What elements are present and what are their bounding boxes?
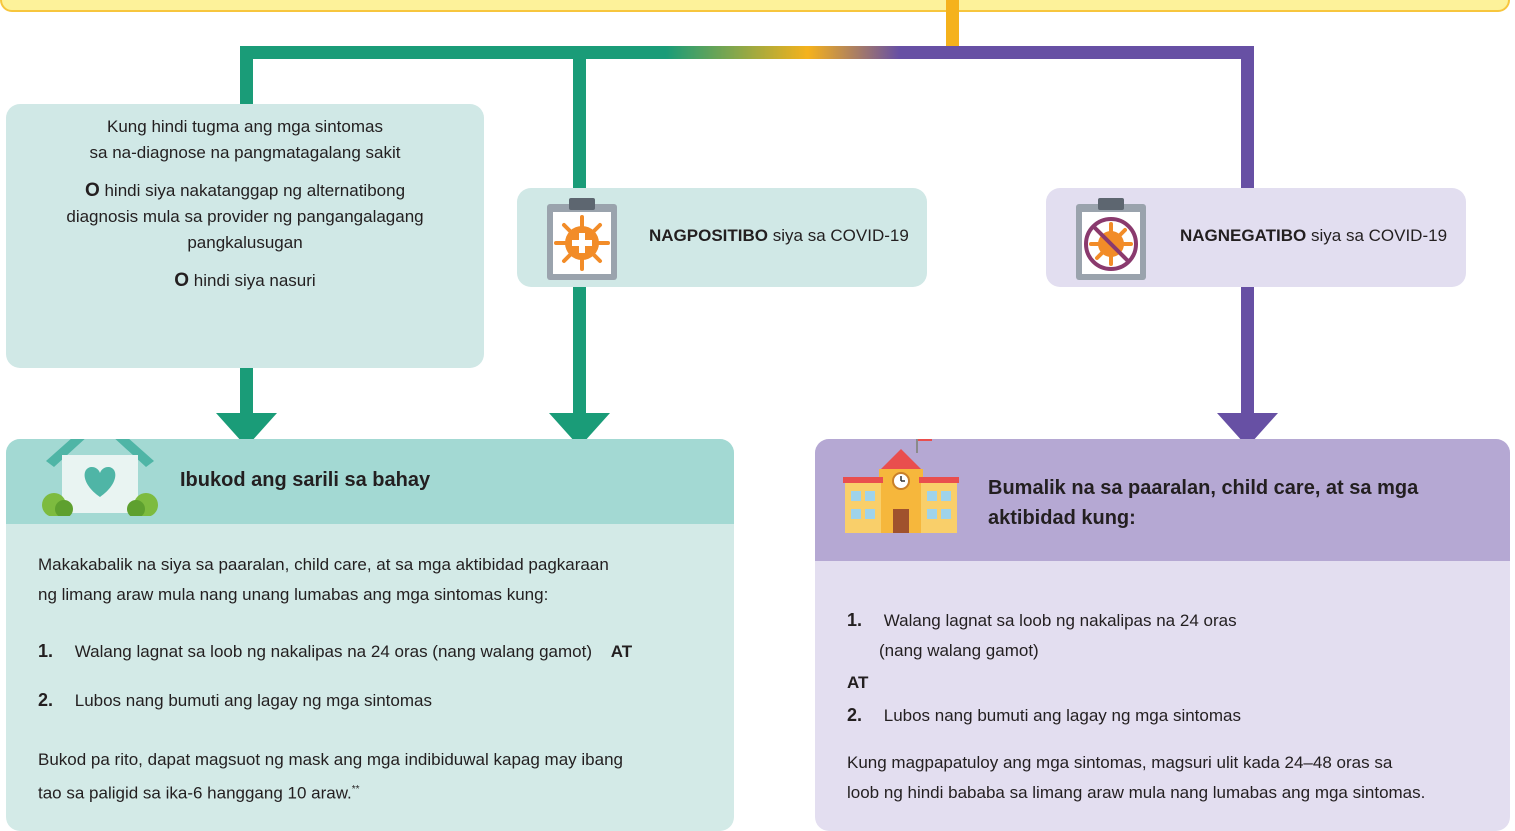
return-item-1: 1. Walang lagnat sa loob ng nakalipas na…: [847, 605, 1237, 666]
arrow-right-shaft: [1241, 285, 1254, 416]
return-title: Bumalik na sa paaralan, child care, at s…: [988, 473, 1468, 533]
return-item-2-text: Lubos nang bumuti ang lagay ng mga sinto…: [883, 706, 1241, 725]
condition-line-1: Kung hindi tugma ang mga sintomas: [107, 117, 383, 136]
condition-line-2: sa na-diagnose na pangmatagalang sakit: [89, 143, 401, 162]
negative-label: NAGNEGATIBO: [1180, 226, 1307, 245]
isolate-and-label: AT: [610, 642, 633, 661]
branch-center-line: [573, 46, 586, 190]
return-card: Bumalik na sa paaralan, child care, at s…: [815, 439, 1510, 831]
or-marker-1: O: [84, 180, 100, 201]
arrow-center-shaft: [573, 285, 586, 416]
option-1-text-b: diagnosis mula sa provider ng pangangala…: [66, 207, 424, 226]
arrow-right-head: [1217, 413, 1278, 447]
isolate-note-line-1: Bukod pa rito, dapat magsuot ng mask ang…: [38, 750, 623, 769]
return-item-2: 2. Lubos nang bumuti ang lagay ng mga si…: [847, 700, 1241, 731]
isolate-item-1: 1. Walang lagnat sa loob ng nakalipas na…: [38, 636, 632, 667]
isolate-title: Ibukod ang sarili sa bahay: [180, 469, 431, 491]
negative-result-box: NAGNEGATIBO siya sa COVID-19: [1046, 188, 1466, 287]
trunk-line: [946, 0, 959, 50]
isolate-card: Ibukod ang sarili sa bahay Makakabalik n…: [6, 439, 734, 831]
return-note: Kung magpapatuloy ang mga sintomas, mags…: [847, 748, 1497, 808]
return-title-line-2: aktibidad kung:: [988, 507, 1136, 529]
positive-label: NAGPOSITIBO: [649, 226, 769, 245]
arrow-left-head: [216, 413, 277, 447]
branch-right-line: [1241, 46, 1254, 190]
return-and-label: AT: [847, 673, 869, 692]
option-1-text-c: pangkalusugan: [187, 233, 303, 252]
arrow-left-shaft: [240, 366, 253, 416]
clipboard-virus-plus-icon: [547, 198, 617, 280]
branch-left-line: [240, 46, 253, 106]
return-title-line-1: Bumalik na sa paaralan, child care, at s…: [988, 477, 1419, 499]
return-note-line-1: Kung magpapatuloy ang mga sintomas, mags…: [847, 753, 1393, 772]
isolate-item-2: 2. Lubos nang bumuti ang lagay ng mga si…: [38, 685, 432, 716]
isolate-item-2-text: Lubos nang bumuti ang lagay ng mga sinto…: [74, 691, 432, 710]
option-2-text: hindi siya nasuri: [193, 271, 316, 290]
horizontal-connector: [240, 46, 1254, 59]
or-marker-2: O: [174, 270, 190, 291]
isolate-item-1-number: 1.: [38, 641, 54, 661]
return-item-2-number: 2.: [847, 705, 863, 725]
condition-box: Kung hindi tugma ang mga sintomas sa na-…: [6, 104, 484, 368]
arrow-center-head: [549, 413, 610, 447]
isolate-note-line-2: tao sa paligid sa ika-6 hanggang 10 araw…: [38, 783, 352, 803]
negative-result-text: NAGNEGATIBO siya sa COVID-19: [1180, 226, 1447, 246]
school-building-icon: [843, 439, 959, 533]
house-heart-icon: [42, 439, 158, 516]
return-item-1-number: 1.: [847, 610, 863, 630]
option-1-text-a: hindi siya nakatanggap ng alternatibong: [104, 181, 406, 200]
positive-result-box: NAGPOSITIBO siya sa COVID-19: [517, 188, 927, 287]
positive-result-text: NAGPOSITIBO siya sa COVID-19: [649, 226, 909, 246]
return-note-line-2: loob ng hindi bababa sa limang araw mula…: [847, 783, 1426, 802]
isolate-intro-line-1: Makakabalik na siya sa paaralan, child c…: [38, 555, 609, 574]
isolate-item-1-text: Walang lagnat sa loob ng nakalipas na 24…: [74, 642, 592, 661]
isolate-intro-line-2: ng limang araw mula nang unang lumabas a…: [38, 585, 549, 604]
isolate-note: Bukod pa rito, dapat magsuot ng mask ang…: [38, 745, 718, 809]
clipboard-virus-crossed-icon: [1076, 198, 1146, 280]
negative-rest: siya sa COVID-19: [1310, 226, 1448, 245]
isolate-intro: Makakabalik na siya sa paaralan, child c…: [38, 550, 718, 610]
isolate-item-2-number: 2.: [38, 690, 54, 710]
isolate-note-footnote-mark: **: [351, 784, 360, 795]
positive-rest: siya sa COVID-19: [772, 226, 909, 245]
return-item-1-line-2: (nang walang gamot): [879, 641, 1039, 660]
return-item-1-line-1: Walang lagnat sa loob ng nakalipas na 24…: [883, 611, 1237, 630]
